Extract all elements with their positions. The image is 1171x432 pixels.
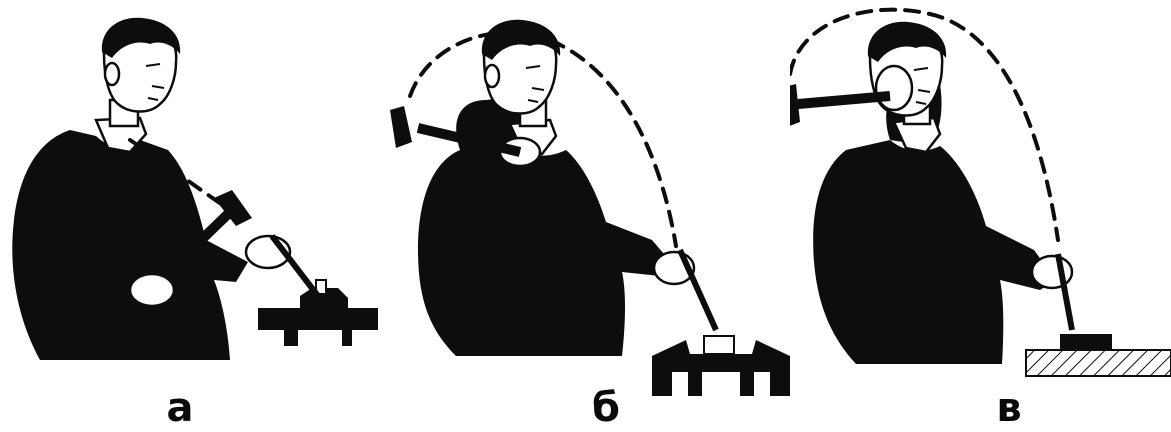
panel-caption-c: в bbox=[979, 388, 1039, 428]
panel-caption-a: а bbox=[150, 388, 210, 428]
elbow-blow-illustration bbox=[390, 0, 790, 432]
figure-panel-c: в bbox=[790, 0, 1171, 432]
panel-caption-b: б bbox=[576, 388, 636, 428]
figure-panel-a: а bbox=[0, 0, 390, 432]
wrist-blow-illustration bbox=[0, 0, 390, 432]
figure-panel-b: б bbox=[390, 0, 790, 432]
shoulder-blow-illustration bbox=[790, 0, 1171, 432]
